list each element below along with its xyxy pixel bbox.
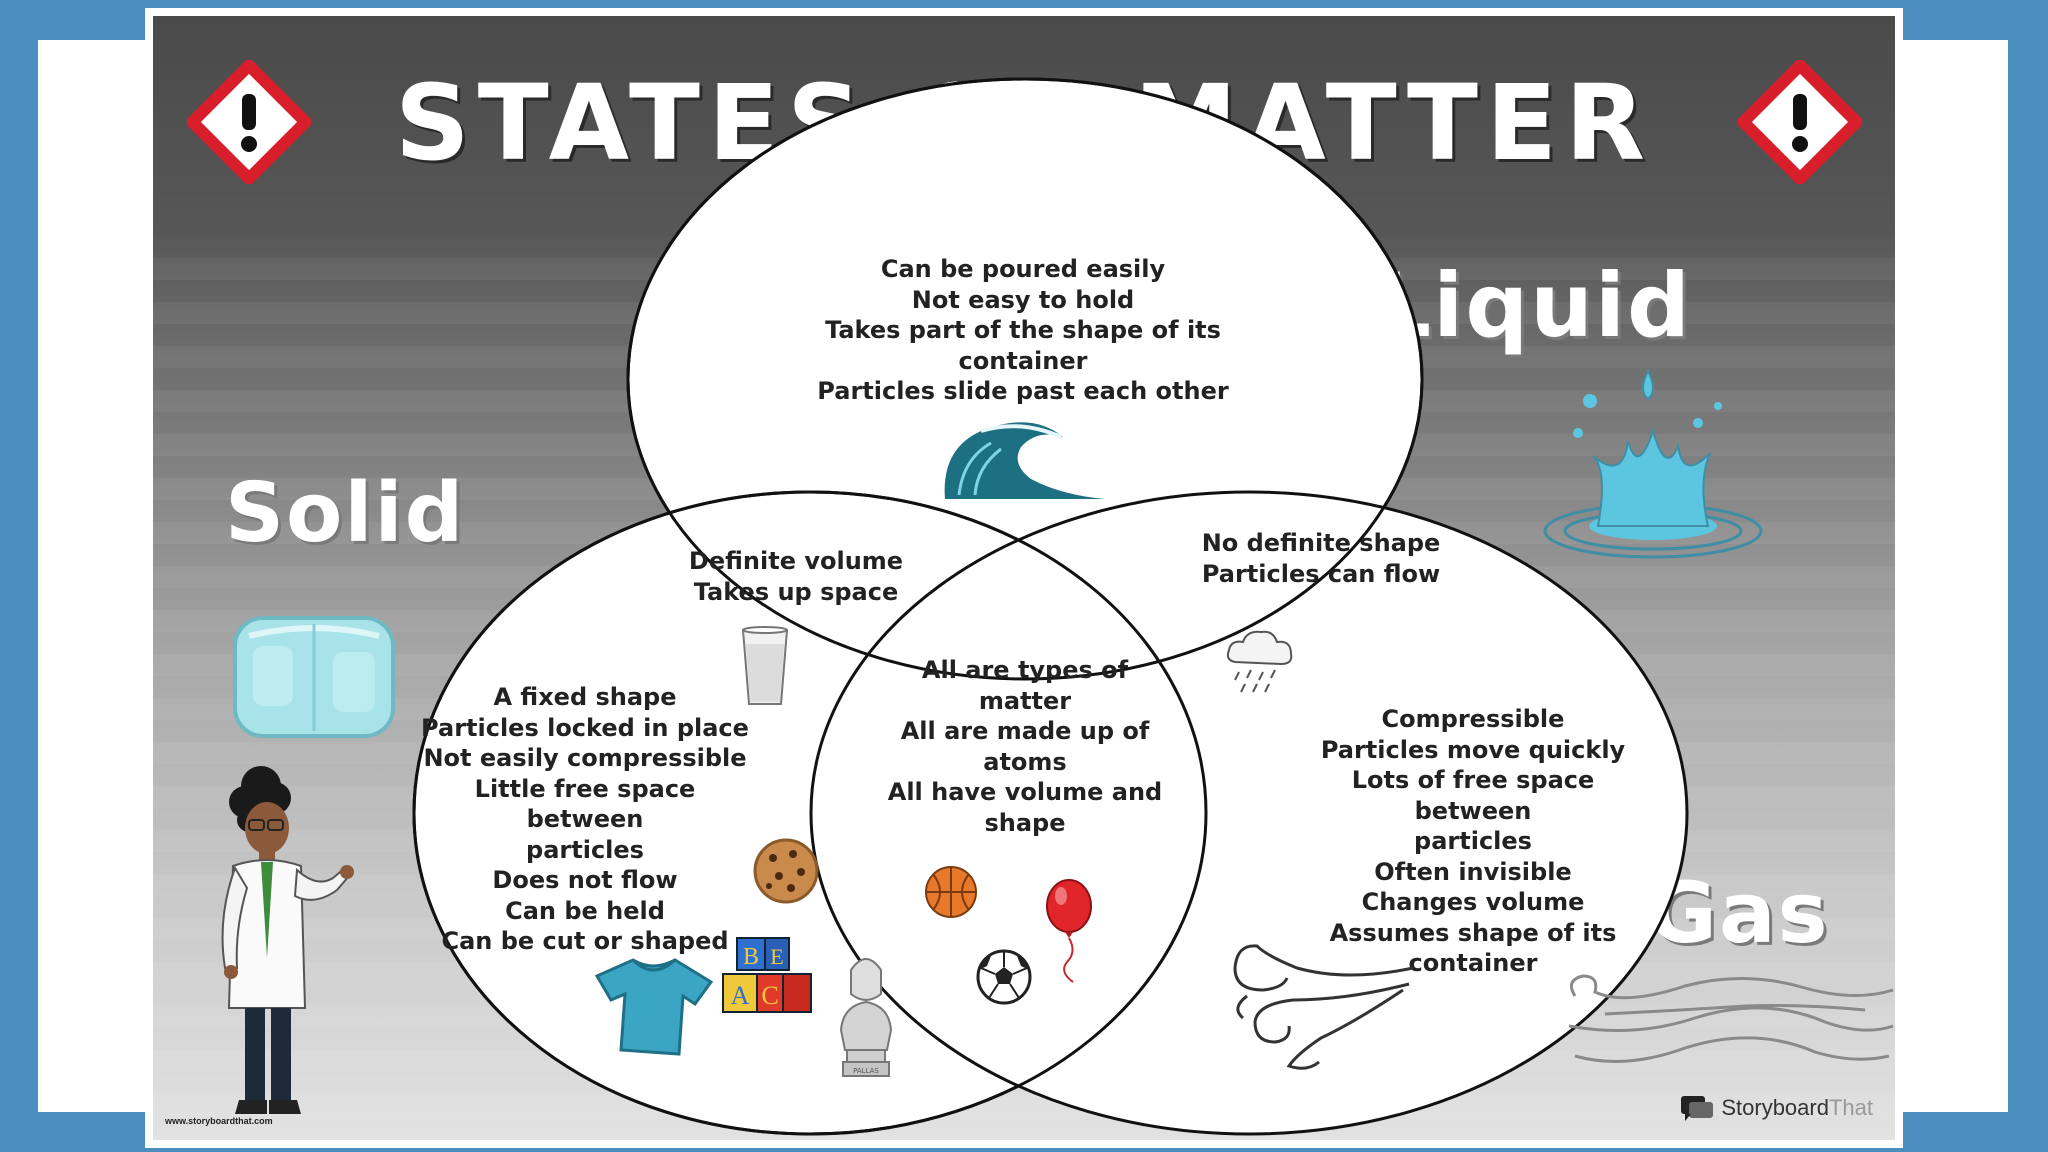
scientist-character	[221, 766, 354, 1114]
water-splash-icon	[1543, 368, 1763, 559]
svg-text:B: B	[743, 944, 759, 970]
wind-swirl-icon	[1568, 974, 1894, 1063]
solid-label: Solid	[225, 466, 466, 561]
brand-accent: That	[1828, 1095, 1873, 1120]
brand-main: Storyboard	[1721, 1095, 1829, 1120]
warning-diamond-icon	[1738, 60, 1862, 184]
footer-url: www.storyboardthat.com	[165, 1116, 273, 1126]
soccer-ball-icon	[976, 949, 1032, 1005]
hair	[229, 766, 291, 832]
liquid-label: Liquid	[1375, 254, 1693, 357]
svg-text:E: E	[770, 944, 783, 969]
storyboardthat-logo-icon	[1681, 1096, 1714, 1121]
svg-text:A: A	[731, 981, 750, 1010]
alphabet-blocks-icon: B E A C	[722, 937, 812, 1013]
svg-text:PALLAS: PALLAS	[853, 1067, 879, 1075]
warning-diamond-icon	[187, 60, 311, 184]
balloon-icon	[1046, 879, 1092, 983]
t-shirt-icon	[595, 958, 713, 1056]
basketball-icon	[925, 866, 977, 918]
solid-only-text: A fixed shape Particles locked in place …	[421, 683, 749, 955]
poster-canvas: STATES OF MATTER Solid Liquid Gas Can be…	[153, 16, 1895, 1140]
rain-cloud-icon	[1226, 630, 1293, 693]
all-three-text: All are types of matter All are made up …	[887, 656, 1163, 837]
svg-text:C: C	[761, 981, 778, 1010]
solid-liquid-text: Definite volume Takes up space	[688, 547, 904, 606]
gas-only-text: Compressible Particles move quickly Lots…	[1320, 705, 1626, 977]
poster: STATES OF MATTER Solid Liquid Gas Can be…	[145, 8, 1903, 1148]
cookie-icon	[753, 838, 819, 904]
water-glass-icon	[741, 626, 789, 705]
liquid-gas-text: No definite shape Particles can flow	[1201, 529, 1441, 588]
ice-cube-icon	[233, 616, 395, 738]
wind-gust-icon	[1233, 944, 1414, 1070]
liquid-only-text: Can be poured easily Not easy to hold Ta…	[817, 255, 1229, 405]
bust-statue-icon: PALLAS	[839, 958, 893, 1077]
wave-icon	[944, 422, 1105, 499]
